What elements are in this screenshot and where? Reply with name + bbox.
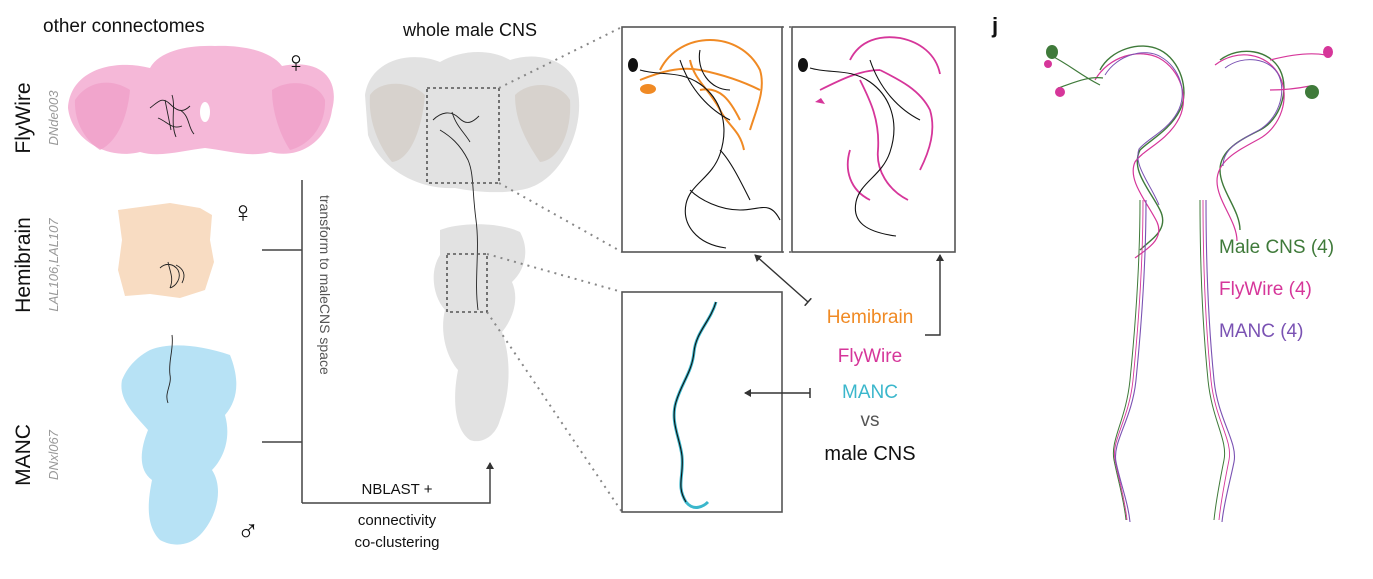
legend-male-cns: Male CNS (4) <box>1219 237 1334 258</box>
method-line-2: connectivity <box>358 512 437 529</box>
method-line-3: co-clustering <box>354 534 439 551</box>
flywire-cell-type: DNde003 <box>46 90 61 146</box>
transform-label: transform to maleCNS space <box>317 195 333 375</box>
label-manc: MANC <box>842 382 898 403</box>
manc-male-symbol: ♂ <box>237 515 260 548</box>
manc-name: MANC <box>12 424 35 486</box>
flywire-female-symbol: ♀ <box>285 46 308 79</box>
hemibrain-name: Hemibrain <box>12 217 35 313</box>
label-flywire: FlyWire <box>838 346 902 367</box>
manc-cell-type: DNxl067 <box>46 429 61 480</box>
legend-manc: MANC (4) <box>1219 321 1303 342</box>
label-vs: vs <box>861 410 880 431</box>
hemibrain-female-symbol: ♀ <box>232 196 255 229</box>
manc-vnc-mesh <box>121 335 236 545</box>
zoom-panel-hemibrain <box>622 27 782 252</box>
label-hemibrain: Hemibrain <box>827 307 914 328</box>
legend-flywire: FlyWire (4) <box>1219 279 1312 300</box>
hemibrain-mesh <box>118 203 214 298</box>
method-line-1: NBLAST + <box>361 481 432 498</box>
male-cns-mesh <box>365 52 579 441</box>
zoom-panel-manc <box>622 292 782 512</box>
panel-j-label: j <box>991 13 998 38</box>
hemibrain-cell-type: LAL106,LAL107 <box>46 218 61 312</box>
label-male-cns: male CNS <box>824 443 915 465</box>
header-other-connectomes: other connectomes <box>43 16 205 37</box>
header-whole-male-cns: whole male CNS <box>402 20 537 40</box>
zoom-panel-flywire <box>792 27 955 252</box>
flywire-name: FlyWire <box>12 82 35 153</box>
